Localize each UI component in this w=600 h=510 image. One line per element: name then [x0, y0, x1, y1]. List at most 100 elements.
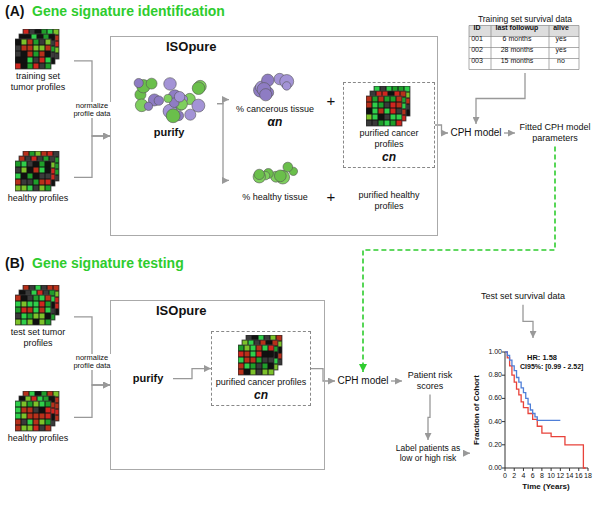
- axis-label: 16: [575, 472, 583, 480]
- node-text: purified cancer profiles: [214, 377, 308, 388]
- cell: [134, 78, 143, 87]
- cell: [274, 170, 286, 182]
- heatmap-cell: [22, 174, 27, 179]
- flow-arrow: [504, 132, 515, 133]
- node-text: Fitted CPH model parameters: [517, 122, 593, 144]
- heatmap-cell: [269, 364, 274, 369]
- heatmap-cell: [367, 115, 372, 120]
- heatmap-cell: [245, 346, 250, 351]
- tick: [560, 468, 561, 471]
- cell-cluster: [124, 68, 214, 126]
- heatmap-frame: [238, 345, 274, 375]
- heatmap-cell: [34, 162, 39, 167]
- tick: [502, 468, 505, 469]
- heatmap-frame: [19, 290, 55, 320]
- heatmap-cell: [40, 180, 45, 185]
- heatmap-cell: [263, 358, 268, 363]
- heatmap-cell: [34, 174, 39, 179]
- heatmap-frame: [23, 285, 59, 315]
- flow-arrow: [74, 317, 110, 385]
- heatmap-stack: [15, 285, 61, 327]
- heatmap-frame: [374, 86, 410, 116]
- heatmap-cell: [22, 180, 27, 185]
- axis-label: 0.00: [488, 464, 502, 472]
- flow-arrow: [523, 305, 533, 338]
- heatmap-cell: [251, 352, 256, 357]
- heatmap-cell: [16, 320, 21, 325]
- axis-label: 4: [521, 472, 525, 480]
- axis-label: 0.20: [488, 441, 502, 449]
- heatmap-cell: [46, 308, 51, 313]
- table-cell: yes: [556, 46, 567, 54]
- heatmap-cell: [40, 52, 45, 57]
- edge-label: normalize profile data: [71, 102, 113, 119]
- heatmap-cell: [40, 402, 45, 407]
- heatmap-cell: [28, 314, 33, 319]
- heatmap-cell: [28, 296, 33, 301]
- heatmap-cell: [391, 115, 396, 120]
- heatmap-frame: [23, 151, 59, 181]
- heatmap-cell: [28, 320, 33, 325]
- heatmap-cell: [391, 103, 396, 108]
- profile-stack: test set tumor profiles: [2, 282, 74, 352]
- node-text: Label patients as low or high risk: [394, 443, 462, 463]
- heatmap-sheet: [238, 345, 274, 375]
- heatmap-cell: [16, 426, 21, 431]
- tick: [532, 468, 533, 471]
- heatmap-cell: [16, 186, 21, 191]
- heatmap-frame: [246, 335, 282, 365]
- heatmap-stack: [238, 335, 284, 377]
- survival-data: Test set survival data: [478, 288, 568, 305]
- heatmap-cell: [34, 308, 39, 313]
- node-text: CI95%: [0.99 - 2.52]: [520, 363, 583, 371]
- heatmap-sheet: [23, 391, 59, 421]
- axis-label: 6: [531, 472, 535, 480]
- heatmap-frame: [19, 396, 55, 426]
- axis-label: 12: [556, 472, 564, 480]
- heatmap-sheet: [23, 151, 59, 181]
- heatmap-cell: [245, 370, 250, 375]
- heatmap-cell: [257, 358, 262, 363]
- heatmap-cell: [40, 308, 45, 313]
- heatmap-cell: [269, 346, 274, 351]
- cell: [192, 82, 205, 95]
- heatmap-cell: [46, 296, 51, 301]
- heatmap-cell: [40, 58, 45, 63]
- heatmap-cell: [28, 408, 33, 413]
- model-output: Fitted CPH model parameters: [515, 119, 595, 147]
- purified-profiles-box: purified cancer profilescn: [211, 331, 311, 406]
- isopure-box: ISOpurepurifypurified cancer profilescn: [110, 300, 325, 470]
- heatmap-cell: [34, 186, 39, 191]
- heatmap-frame: [23, 29, 59, 59]
- heatmap-cell: [16, 52, 21, 57]
- heatmap-sheet: [242, 340, 278, 370]
- purify-step: purify: [123, 369, 173, 388]
- heatmap-stack: [15, 29, 61, 71]
- heatmap-frame: [370, 91, 406, 121]
- heatmap-cell: [34, 168, 39, 173]
- heatmap-cell: [367, 109, 372, 114]
- heatmap-frame: [15, 39, 51, 69]
- table-cell: 6 months: [503, 35, 532, 43]
- heatmap-cell: [34, 420, 39, 425]
- heatmap-cell: [16, 414, 21, 419]
- heatmap-cell: [28, 302, 33, 307]
- heatmap-cell: [239, 352, 244, 357]
- flow-arrow: [428, 395, 430, 440]
- heatmap-cell: [397, 103, 402, 108]
- isopure-box: ISOpurepurify% cancerous tissueαnpurifie…: [110, 36, 438, 236]
- table-cell: no: [557, 57, 565, 65]
- heatmap-cell: [239, 364, 244, 369]
- heatmap-cell: [46, 408, 51, 413]
- heatmap-cell: [40, 408, 45, 413]
- plus-sign: +: [327, 189, 336, 206]
- heatmap-cell: [379, 97, 384, 102]
- heatmap-cell: [16, 302, 21, 307]
- heatmap-cell: [22, 414, 27, 419]
- heatmap-cell: [40, 320, 45, 325]
- axis-label: 0.80: [488, 371, 502, 379]
- x-axis: [505, 468, 588, 469]
- heatmap-cell: [46, 52, 51, 57]
